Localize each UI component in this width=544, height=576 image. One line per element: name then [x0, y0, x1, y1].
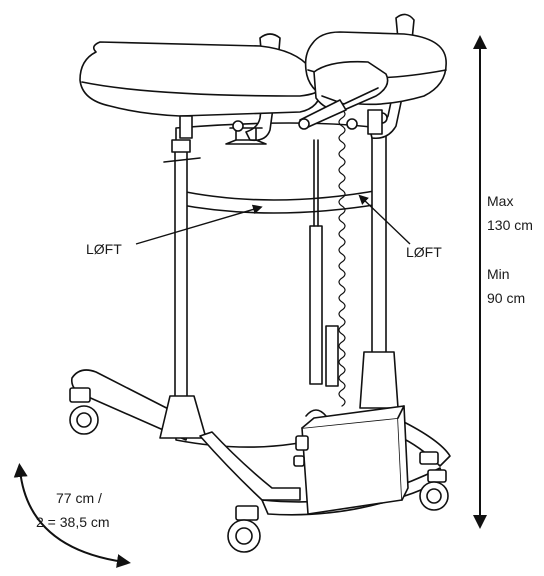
lift-leader-left: [135, 204, 263, 245]
width-label-line1: 77 cm /: [56, 490, 102, 506]
central-column: [175, 122, 381, 448]
lift-label-right: LØFT: [406, 244, 442, 260]
coiled-cable: [338, 109, 346, 407]
height-min-value: 90 cm: [487, 290, 526, 306]
height-max-label: Max: [487, 193, 514, 209]
lift-leader-lines: [135, 194, 411, 245]
height-min-label: Min: [487, 266, 510, 282]
width-label-line2: 2 = 38,5 cm: [36, 514, 110, 530]
lift-label-left: LØFT: [86, 241, 122, 257]
battery-box: [301, 417, 403, 515]
lift-leader-right: [358, 194, 411, 245]
width-arrow-icon: [13, 463, 131, 568]
standing-lift-device-icon: [69, 13, 451, 553]
left-leg: [174, 149, 188, 411]
front-base-frame: [199, 431, 301, 501]
left-arm-pad: [79, 41, 323, 117]
height-max-value: 130 cm: [487, 217, 533, 233]
actuator: [309, 225, 323, 385]
